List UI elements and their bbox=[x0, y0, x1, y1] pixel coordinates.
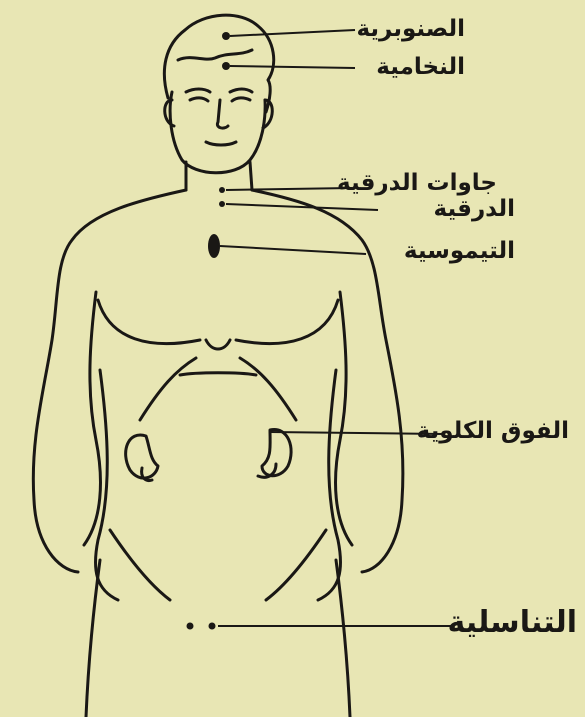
sternum bbox=[206, 340, 230, 349]
label-pineal: الصنوبرية bbox=[356, 18, 465, 41]
right-shoulder-arm bbox=[252, 190, 403, 572]
abdomen-left bbox=[140, 358, 196, 420]
label-thymus: التيموسية bbox=[404, 240, 515, 263]
brow-left bbox=[186, 89, 210, 92]
chest-line-right bbox=[236, 300, 338, 344]
hair-outline bbox=[164, 15, 273, 112]
leader-pituitary bbox=[230, 66, 355, 68]
left-shoulder-arm bbox=[33, 190, 186, 572]
nose bbox=[217, 100, 228, 128]
eye-left bbox=[190, 98, 208, 101]
label-pituitary: النخامية bbox=[376, 56, 465, 79]
label-gonads: التناسلية bbox=[448, 608, 578, 638]
chest-line-left bbox=[98, 300, 200, 344]
hip-left bbox=[110, 530, 170, 600]
gonad-dot-left bbox=[187, 623, 194, 630]
eye-right bbox=[232, 98, 250, 101]
leader-parathyroid bbox=[226, 188, 352, 190]
hair-wave bbox=[178, 50, 252, 60]
parathyroid-dot-upper bbox=[219, 187, 225, 193]
gonad-dot-right bbox=[209, 623, 216, 630]
label-adrenal: الفوق الكلوية bbox=[417, 420, 569, 443]
leader-pineal bbox=[230, 30, 355, 36]
abdomen-right bbox=[240, 358, 296, 420]
right-leg bbox=[336, 560, 350, 717]
hip-right bbox=[266, 530, 326, 600]
left-leg bbox=[86, 560, 100, 717]
inner-right-arm bbox=[336, 292, 352, 545]
parathyroid-dot-lower bbox=[219, 201, 225, 207]
pineal-dot bbox=[222, 32, 230, 40]
inner-left-arm bbox=[84, 292, 100, 545]
face-outline bbox=[170, 92, 265, 173]
navel-line bbox=[180, 373, 256, 375]
neck-right bbox=[250, 162, 252, 190]
thymus-mark bbox=[208, 234, 220, 258]
leader-thymus bbox=[220, 246, 366, 254]
label-thyroid: الدرقية bbox=[434, 198, 515, 221]
label-parathyroid: جاوات الدرقية bbox=[337, 172, 497, 195]
mouth bbox=[206, 142, 236, 145]
brow-right bbox=[230, 89, 252, 92]
leader-thyroid bbox=[226, 204, 378, 210]
pituitary-dot bbox=[222, 62, 230, 70]
